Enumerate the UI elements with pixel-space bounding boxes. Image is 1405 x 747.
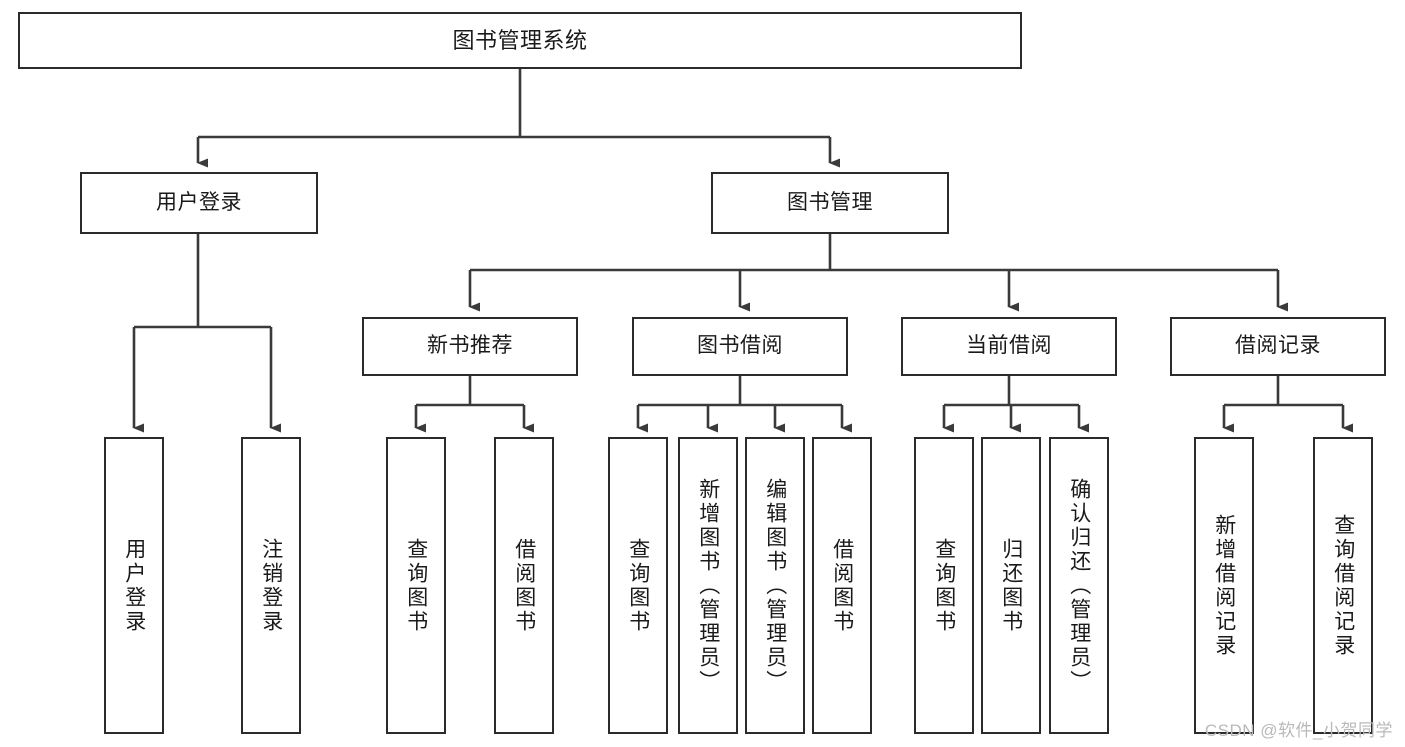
node-leaf-borrow-book[interactable]: 借阅图书 <box>812 437 872 734</box>
connectors-root-to-level2 <box>196 69 840 168</box>
node-book-management-label: 图书管理 <box>787 190 873 214</box>
node-book-borrow[interactable]: 图书借阅 <box>632 317 848 376</box>
node-root-label: 图书管理系统 <box>452 27 588 53</box>
connectors-borrowrecord-to-leaves <box>1222 376 1353 433</box>
node-leaf-confirm-return-admin[interactable]: 确认归还（管理员） <box>1049 437 1109 734</box>
node-book-borrow-label: 图书借阅 <box>697 334 783 358</box>
node-leaf-return-book[interactable]: 归还图书 <box>981 437 1041 734</box>
node-leaf-add-book-admin-label: 新增图书（管理员） <box>696 477 720 694</box>
node-user-login[interactable]: 用户登录 <box>80 172 318 234</box>
node-new-book-recommend[interactable]: 新书推荐 <box>362 317 578 376</box>
node-leaf-query-book-recommend-label: 查询图书 <box>404 537 428 634</box>
node-current-borrow-label: 当前借阅 <box>966 334 1052 358</box>
node-leaf-query-borrow-record[interactable]: 查询借阅记录 <box>1313 437 1373 734</box>
node-leaf-borrow-book-recommend[interactable]: 借阅图书 <box>494 437 554 734</box>
connectors-newbook-to-leaves <box>414 376 534 433</box>
node-leaf-confirm-return-admin-label: 确认归还（管理员） <box>1067 477 1091 694</box>
node-leaf-query-book-current[interactable]: 查询图书 <box>914 437 974 734</box>
node-book-management[interactable]: 图书管理 <box>711 172 949 234</box>
node-leaf-logout[interactable]: 注销登录 <box>241 437 301 734</box>
node-borrow-record[interactable]: 借阅记录 <box>1170 317 1386 376</box>
node-leaf-return-book-label: 归还图书 <box>999 537 1023 634</box>
node-leaf-query-book-borrow-label: 查询图书 <box>626 537 650 634</box>
node-leaf-query-book-borrow[interactable]: 查询图书 <box>608 437 668 734</box>
node-root-system[interactable]: 图书管理系统 <box>18 12 1022 69</box>
node-leaf-add-book-admin[interactable]: 新增图书（管理员） <box>678 437 738 734</box>
connectors-bookborrow-to-leaves <box>636 376 852 433</box>
node-leaf-borrow-book-label: 借阅图书 <box>830 537 854 634</box>
node-current-borrow[interactable]: 当前借阅 <box>901 317 1117 376</box>
node-leaf-query-book-recommend[interactable]: 查询图书 <box>386 437 446 734</box>
node-leaf-edit-book-admin-label: 编辑图书（管理员） <box>763 477 787 694</box>
watermark-csdn: CSDN @软件_小贺同学 <box>1204 721 1393 740</box>
node-leaf-user-login-label: 用户登录 <box>122 537 146 634</box>
node-leaf-edit-book-admin[interactable]: 编辑图书（管理员） <box>745 437 805 734</box>
node-leaf-borrow-book-recommend-label: 借阅图书 <box>512 537 536 634</box>
node-leaf-user-login[interactable]: 用户登录 <box>104 437 164 734</box>
node-leaf-query-book-current-label: 查询图书 <box>932 537 956 634</box>
connectors-userlogin-to-leaves <box>132 234 281 433</box>
connectors-bookmgmt-to-level3 <box>468 234 1288 312</box>
node-new-book-recommend-label: 新书推荐 <box>427 334 513 358</box>
connectors-currentborrow-to-leaves <box>942 376 1089 433</box>
node-borrow-record-label: 借阅记录 <box>1235 334 1321 358</box>
node-user-login-label: 用户登录 <box>156 190 242 214</box>
node-leaf-query-borrow-record-label: 查询借阅记录 <box>1331 513 1355 658</box>
node-leaf-add-borrow-record-label: 新增借阅记录 <box>1212 513 1236 658</box>
node-leaf-logout-label: 注销登录 <box>259 537 283 634</box>
node-leaf-add-borrow-record[interactable]: 新增借阅记录 <box>1194 437 1254 734</box>
